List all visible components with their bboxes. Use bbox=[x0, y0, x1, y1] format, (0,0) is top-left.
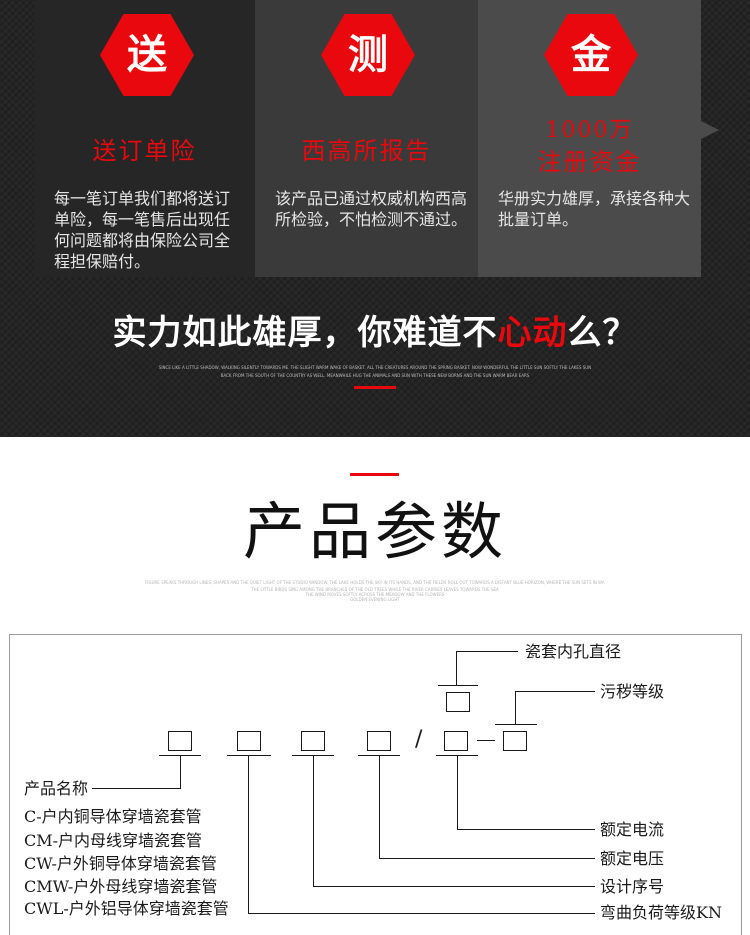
section-fine-print: FIGURE SPEAKS THROUGH LINES, SHAPES AND … bbox=[145, 580, 605, 585]
type-item: CW-户外铜导体穿墙瓷套管 bbox=[24, 854, 217, 873]
leader-line bbox=[180, 755, 181, 788]
feature-title: 注册资金 bbox=[537, 148, 642, 176]
promo-band: 送 送订单险 每一笔订单我们都将送订单险，每一笔售后出现任何问题都将由保险公司全… bbox=[0, 0, 750, 437]
leader-line bbox=[313, 755, 314, 886]
section-fine-print: THE LITTLE BIRDS SING AMONG THE BRANCHES… bbox=[251, 587, 499, 592]
leader-line bbox=[248, 755, 249, 913]
slogan-headline: 实力如此雄厚，你难道不心动么？ bbox=[0, 310, 750, 356]
hexagon-badge-icon: 金 bbox=[544, 14, 638, 96]
leader-line bbox=[456, 651, 457, 685]
label-rated-current: 额定电流 bbox=[600, 820, 665, 839]
label-rated-voltage: 额定电压 bbox=[600, 849, 665, 868]
type-item: C-户内铜导体穿墙瓷套管 bbox=[24, 807, 202, 826]
code-dash bbox=[477, 740, 495, 741]
feature-capital: 金 1000万 注册资金 华册实力雄厚，承接各种大批量订单。 bbox=[478, 0, 719, 277]
accent-divider bbox=[350, 473, 399, 476]
slogan-fine-print: BACK FROM THE SOUTH OF THE COUNTRY AS WE… bbox=[220, 373, 530, 378]
leader-line bbox=[515, 691, 516, 724]
leader-line bbox=[24, 788, 181, 789]
type-item: CWL-户外铝导体穿墙瓷套管 bbox=[24, 899, 229, 918]
leader-line bbox=[379, 755, 380, 858]
feature-title: 西高所报告 bbox=[301, 137, 432, 165]
feature-title-amount: 1000万 bbox=[545, 118, 634, 143]
code-box-serial bbox=[301, 731, 325, 751]
label-bore-diameter: 瓷套内孔直径 bbox=[525, 642, 622, 661]
feature-title: 送订单险 bbox=[92, 137, 197, 165]
slogan-fine-print: SINCE LIKE A LITTLE SHADOW, WALKING SILE… bbox=[158, 365, 592, 370]
accent-divider bbox=[354, 386, 396, 389]
slogan-highlight: 心动 bbox=[497, 313, 568, 353]
feature-description: 华册实力雄厚，承接各种大批量订单。 bbox=[498, 189, 691, 229]
feature-test-report: 测 西高所报告 该产品已通过权威机构西高所检验，不怕检测不通过。 bbox=[255, 0, 496, 277]
leader-line bbox=[438, 685, 478, 686]
label-design-serial: 设计序号 bbox=[600, 877, 665, 896]
feature-insurance: 送 送订单险 每一笔订单我们都将送订单险，每一笔售后出现任何问题都将由保险公司全… bbox=[34, 0, 273, 277]
leader-line bbox=[515, 691, 595, 692]
label-product-name: 产品名称 bbox=[24, 779, 93, 799]
code-separator: / bbox=[415, 727, 423, 752]
type-item: CM-户内母线穿墙瓷套管 bbox=[24, 831, 203, 850]
leader-line bbox=[379, 858, 595, 859]
leader-line bbox=[313, 886, 595, 887]
code-box-bore bbox=[446, 692, 470, 712]
section-fine-print: GOLDEN EVENING LIGHT bbox=[350, 597, 400, 602]
slogan-text: 实力如此雄厚，你难道不 bbox=[112, 313, 498, 353]
section-title: 产品参数 bbox=[242, 495, 507, 568]
leader-line bbox=[457, 755, 458, 829]
feature-description: 每一笔订单我们都将送订单险，每一笔售后出现任何问题都将由保险公司全程担保赔付。 bbox=[54, 189, 231, 271]
leader-line bbox=[457, 829, 595, 830]
section-fine-print: THE WIND MOVES SOFTLY ACROSS THE MEADOW … bbox=[305, 592, 445, 597]
hexagon-badge-icon: 送 bbox=[100, 14, 194, 96]
leader-line bbox=[456, 651, 518, 652]
underline bbox=[227, 755, 271, 756]
code-box-current bbox=[444, 731, 468, 751]
chevron-right-icon bbox=[701, 121, 719, 139]
type-item: CMW-户外母线穿墙瓷套管 bbox=[24, 877, 218, 896]
code-box-voltage bbox=[367, 731, 391, 751]
label-bending-load: 弯曲负荷等级KN bbox=[600, 903, 722, 922]
slogan-text-end: 么？ bbox=[567, 313, 638, 353]
model-code-diagram: 瓷套内孔直径 污秽等级 / 产品名称 C-户内铜导体穿墙瓷套管 CM-户内母线穿… bbox=[9, 634, 742, 935]
hexagon-badge-icon: 测 bbox=[321, 14, 415, 96]
code-box-name bbox=[168, 731, 192, 751]
feature-description: 该产品已通过权威机构西高所检验，不怕检测不通过。 bbox=[275, 189, 468, 229]
code-box-pollution bbox=[503, 731, 527, 751]
code-box-bending bbox=[237, 731, 261, 751]
leader-line bbox=[495, 724, 537, 725]
label-pollution-grade: 污秽等级 bbox=[600, 682, 665, 701]
